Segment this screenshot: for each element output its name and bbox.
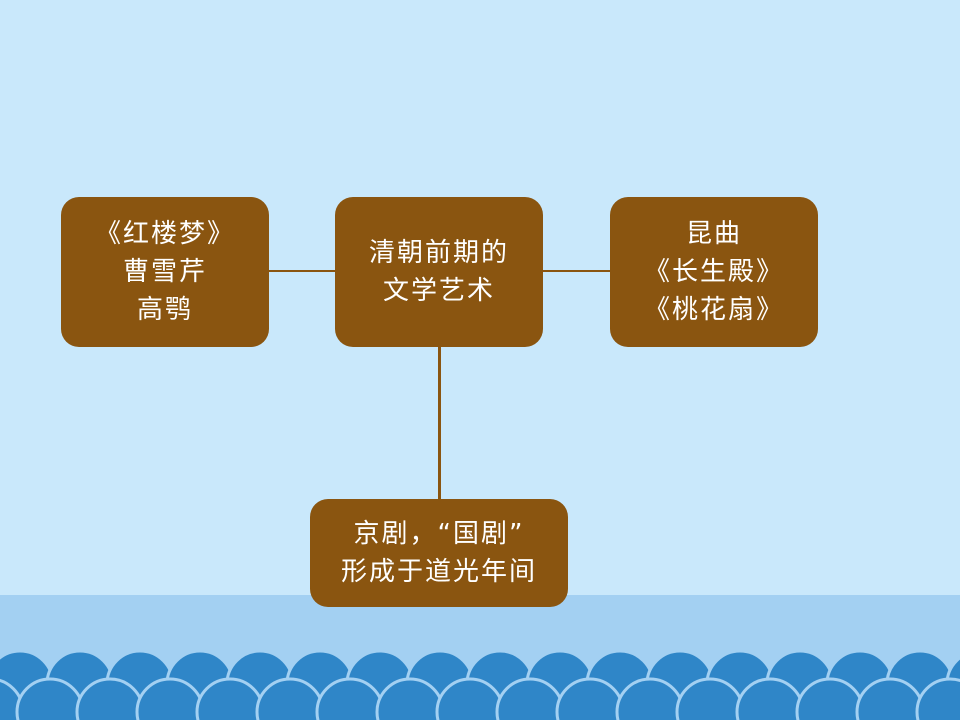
node-bottom-line-1: 京剧，“国剧” xyxy=(353,519,525,549)
node-left-line-2: 曹雪芹 xyxy=(122,257,207,287)
node-right-line-3: 《桃花扇》 xyxy=(643,295,784,325)
node-right-kunqu: 昆曲 《长生殿》 《桃花扇》 xyxy=(610,197,818,347)
connector-bottom xyxy=(438,346,441,500)
node-left-hongloumeng: 《红楼梦》 曹雪芹 高鹗 xyxy=(61,197,269,347)
node-left-line-3: 高鹗 xyxy=(136,295,193,325)
node-bottom-line-2: 形成于道光年间 xyxy=(340,557,537,587)
node-center-line-2: 文学艺术 xyxy=(382,276,495,306)
node-right-line-1: 昆曲 xyxy=(685,219,742,249)
wave-pattern xyxy=(0,649,960,720)
node-center-topic: 清朝前期的 文学艺术 xyxy=(335,197,543,347)
node-bottom-jingju: 京剧，“国剧” 形成于道光年间 xyxy=(310,499,568,607)
connector-right xyxy=(543,270,611,272)
connector-left xyxy=(268,270,336,272)
node-left-line-1: 《红楼梦》 xyxy=(94,219,235,249)
node-right-line-2: 《长生殿》 xyxy=(643,257,784,287)
node-center-line-1: 清朝前期的 xyxy=(368,238,509,268)
wave-scallop xyxy=(915,677,960,720)
